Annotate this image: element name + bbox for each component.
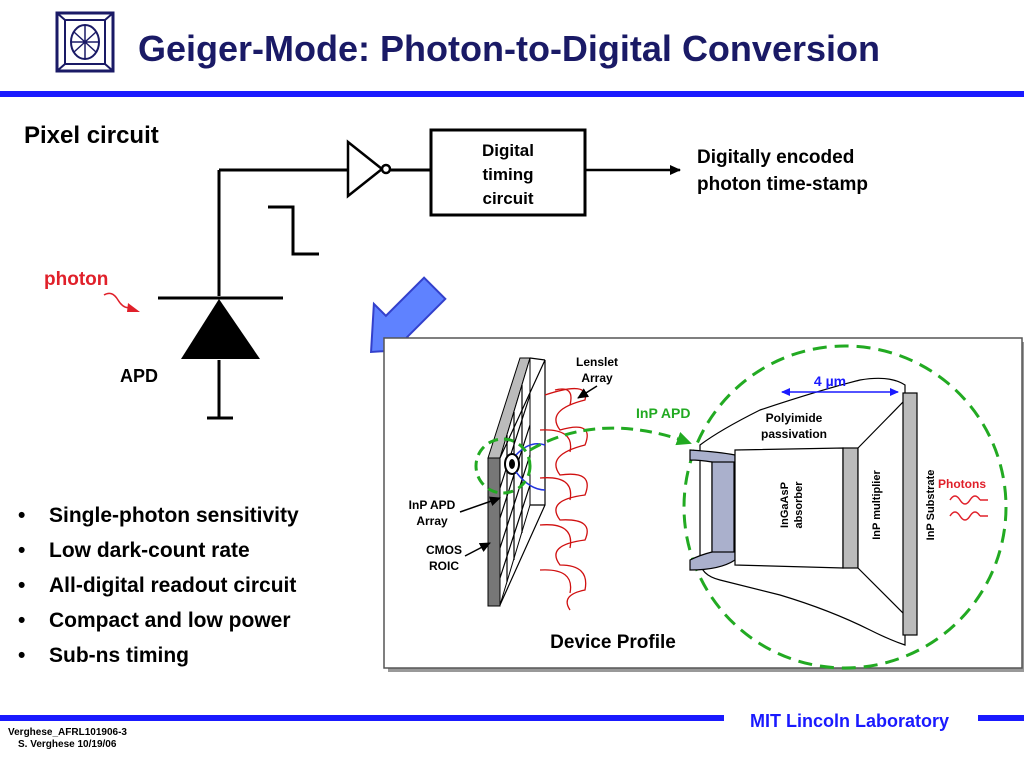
timing-box-line-2: timing [483, 165, 534, 184]
bullet-item: • Low dark-count rate [18, 537, 299, 572]
cmos-roic-label-line-1: CMOS [426, 543, 462, 557]
lincoln-lab-logo-icon [54, 10, 116, 74]
photon-label: photon [44, 269, 108, 290]
zoom-small-circle [474, 437, 532, 495]
cmos-roic-label-line-2: ROIC [429, 559, 459, 573]
feature-bullet-list: • Single-photon sensitivity • Low dark-cou… [18, 502, 299, 677]
lab-name: MIT Lincoln Laboratory [750, 711, 950, 731]
bullet-text: Low dark-count rate [49, 539, 250, 562]
bullet-item: • Sub-ns timing [18, 642, 299, 677]
inp-apd-array-label-line-2: Array [416, 514, 448, 528]
output-label-line-2: photon time-stamp [697, 174, 868, 195]
bullet-text: Single-photon sensitivity [49, 504, 299, 527]
polyimide-label-line-1: Polyimide [766, 411, 823, 425]
photons-wave-icon [949, 495, 988, 521]
inp-apd-label: InP APD [636, 405, 690, 421]
bullet-dot-icon: • [18, 644, 26, 667]
multiplier-label: InP multiplier [871, 470, 883, 540]
step-pulse-icon [268, 205, 319, 256]
apd-array-slab [487, 357, 546, 607]
output-label-line-1: Digitally encoded [697, 147, 854, 168]
zoom-green-arrow [529, 426, 692, 452]
device-cross-section [689, 377, 918, 646]
substrate-label: InP Substrate [925, 470, 937, 541]
inp-apd-array-label-line-1: InP APD [409, 498, 456, 512]
lenslet-label-line-2: Array [581, 371, 613, 385]
footer-author-date: S. Verghese 10/19/06 [18, 739, 117, 750]
footer-bar-right [978, 715, 1024, 721]
polyimide-label-line-2: passivation [761, 427, 827, 441]
ingaasp-label-line-2: absorber [793, 481, 805, 529]
page-title: Geiger-Mode: Photon-to-Digital Conversio… [138, 28, 880, 69]
bullet-item: • Single-photon sensitivity [18, 502, 299, 537]
inp-apd-array-pointer [459, 496, 501, 513]
bullet-dot-icon: • [18, 574, 26, 597]
apd-label: APD [120, 366, 158, 386]
title-underline-bar [0, 91, 1024, 97]
bullet-text: All-digital readout circuit [49, 574, 297, 597]
footer-doc-id: Verghese_AFRL101906-3 [8, 727, 127, 738]
bullet-text: Compact and low power [49, 609, 291, 632]
inverter-gate [346, 139, 392, 199]
timing-box-line-1: Digital [482, 141, 534, 160]
ingaasp-label-line-1: InGaAsP [779, 482, 791, 528]
photons-label: Photons [938, 477, 986, 491]
bullet-dot-icon: • [18, 539, 26, 562]
width-dimension-label: 4 µm [814, 373, 846, 389]
lenslet-label-line-1: Lenslet [576, 355, 618, 369]
digital-timing-box [429, 128, 587, 217]
footer-bar-left [0, 715, 724, 721]
timing-box-line-3: circuit [482, 189, 533, 208]
bullet-item: • Compact and low power [18, 607, 299, 642]
bullet-dot-icon: • [18, 609, 26, 632]
bullet-item: • All-digital readout circuit [18, 572, 299, 607]
bullet-text: Sub-ns timing [49, 644, 189, 667]
device-profile-caption: Device Profile [550, 632, 676, 653]
cmos-roic-pointer [464, 542, 491, 557]
apd-diode-icon [158, 296, 283, 359]
circuit-wires [207, 168, 431, 420]
lenslet-pointer [577, 385, 598, 399]
pixel-circuit-heading: Pixel circuit [24, 122, 159, 149]
zoom-large-circle [682, 344, 1008, 670]
bullet-dot-icon: • [18, 504, 26, 527]
